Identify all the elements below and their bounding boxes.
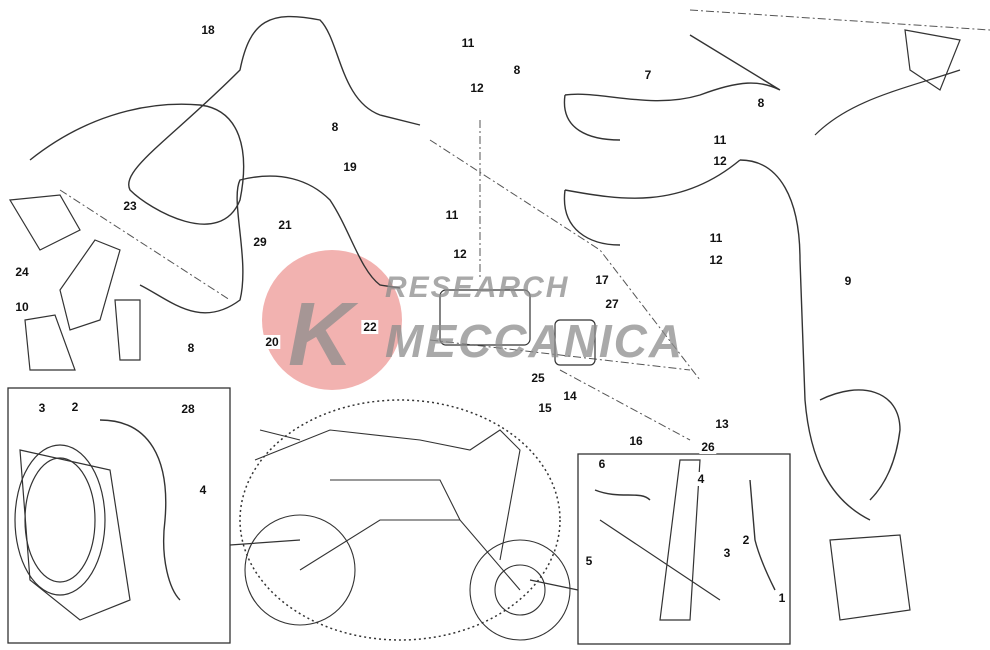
part-callout[interactable]: 9 xyxy=(842,274,854,288)
part-callout[interactable]: 19 xyxy=(341,160,359,174)
guard xyxy=(24,314,76,371)
part-callout[interactable]: 23 xyxy=(121,199,139,213)
components xyxy=(8,29,961,621)
rear-caliper xyxy=(8,194,81,251)
part-callout[interactable]: 1 xyxy=(776,591,788,605)
part-callout[interactable]: 8 xyxy=(329,120,341,134)
part-callout[interactable]: 3 xyxy=(721,546,733,560)
watermark-line1: RESEARCH xyxy=(385,271,570,304)
part-callout[interactable]: 12 xyxy=(711,154,729,168)
part-callout[interactable]: 11 xyxy=(443,208,461,222)
rear-sensor-inset xyxy=(7,387,231,644)
part-callout[interactable]: 29 xyxy=(251,235,269,249)
part-callout[interactable]: 11 xyxy=(711,133,729,147)
front-sensor-inset xyxy=(577,453,791,645)
master-cylinder xyxy=(114,299,141,361)
motorcycle-dotted-frame xyxy=(239,399,561,641)
part-callout[interactable]: 24 xyxy=(13,265,31,279)
part-callout[interactable]: 12 xyxy=(707,253,725,267)
part-callout[interactable]: 15 xyxy=(536,401,554,415)
watermark-logo-letter: K xyxy=(288,285,353,385)
part-callout[interactable]: 16 xyxy=(627,434,645,448)
part-callout[interactable]: 3 xyxy=(36,401,48,415)
part-callout[interactable]: 4 xyxy=(197,483,209,497)
part-callout[interactable]: 6 xyxy=(596,457,608,471)
part-callout[interactable]: 8 xyxy=(185,341,197,355)
watermark-line2: MECCANICA xyxy=(385,315,685,367)
part-callout[interactable]: 27 xyxy=(603,297,621,311)
part-callout[interactable]: 14 xyxy=(561,389,579,403)
bracket xyxy=(59,239,121,331)
abs-unit xyxy=(439,289,531,346)
brake-lines xyxy=(29,15,901,601)
motorcycle xyxy=(244,429,571,641)
part-callout[interactable]: 2 xyxy=(740,533,752,547)
part-callout[interactable]: 18 xyxy=(199,23,217,37)
part-callout[interactable]: 20 xyxy=(263,335,281,349)
front-caliper xyxy=(829,534,911,621)
part-callout[interactable]: 4 xyxy=(695,472,707,486)
part-callout[interactable]: 11 xyxy=(707,231,725,245)
front-master-lever xyxy=(814,29,961,136)
part-callout[interactable]: 2 xyxy=(69,400,81,414)
part-callout[interactable]: 25 xyxy=(529,371,547,385)
part-callout[interactable]: 22 xyxy=(361,320,379,334)
part-callout[interactable]: 13 xyxy=(713,417,731,431)
watermark-circle xyxy=(262,250,402,390)
part-callout[interactable]: 8 xyxy=(511,63,523,77)
part-callout[interactable]: 21 xyxy=(276,218,294,232)
part-callout[interactable]: 12 xyxy=(451,247,469,261)
part-callout[interactable]: 17 xyxy=(593,273,611,287)
rear-disc-ring xyxy=(14,444,106,596)
part-callout[interactable]: 11 xyxy=(459,36,477,50)
gasket xyxy=(554,319,596,366)
part-callout[interactable]: 5 xyxy=(583,554,595,568)
part-callout[interactable]: 10 xyxy=(13,300,31,314)
part-callout[interactable]: 7 xyxy=(642,68,654,82)
leader-lines xyxy=(59,9,990,441)
part-callout[interactable]: 28 xyxy=(179,402,197,416)
part-callout[interactable]: 8 xyxy=(755,96,767,110)
inset-pointers xyxy=(229,539,579,591)
part-callout[interactable]: 26 xyxy=(699,440,717,454)
part-callout[interactable]: 12 xyxy=(468,81,486,95)
